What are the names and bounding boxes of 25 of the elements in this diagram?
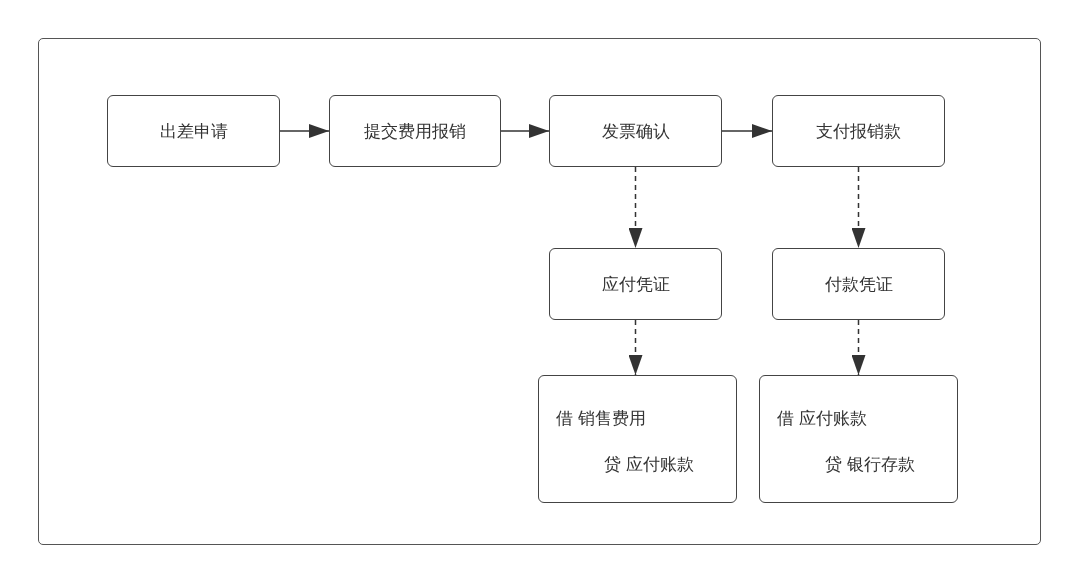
box-label: 支付报销款 <box>816 119 901 143</box>
process-box <box>107 95 280 167</box>
box-label: 提交费用报销 <box>364 119 466 143</box>
arrow <box>628 166 643 249</box>
process-box <box>772 248 945 320</box>
arrow <box>851 166 866 249</box>
process-box <box>772 95 945 167</box>
arrow <box>500 124 550 138</box>
box-label: 发票确认 <box>601 119 670 143</box>
entry-text: 借 销售费用 <box>556 407 647 430</box>
box-label: 付款凭证 <box>824 272 893 296</box>
arrow <box>851 319 866 376</box>
process-box <box>549 248 722 320</box>
entry-text: 贷 银行存款 <box>825 453 916 476</box>
box-label: 应付凭证 <box>601 272 670 296</box>
arrow <box>279 124 330 138</box>
process-box <box>329 95 501 167</box>
arrow <box>721 124 773 138</box>
entry-text: 借 应付账款 <box>777 407 868 430</box>
entry-box <box>759 375 958 503</box>
entry-text: 贷 应付账款 <box>604 453 695 476</box>
arrow <box>628 319 643 376</box>
box-label: 出差申请 <box>159 119 228 143</box>
process-box <box>549 95 722 167</box>
entry-box <box>538 375 737 503</box>
